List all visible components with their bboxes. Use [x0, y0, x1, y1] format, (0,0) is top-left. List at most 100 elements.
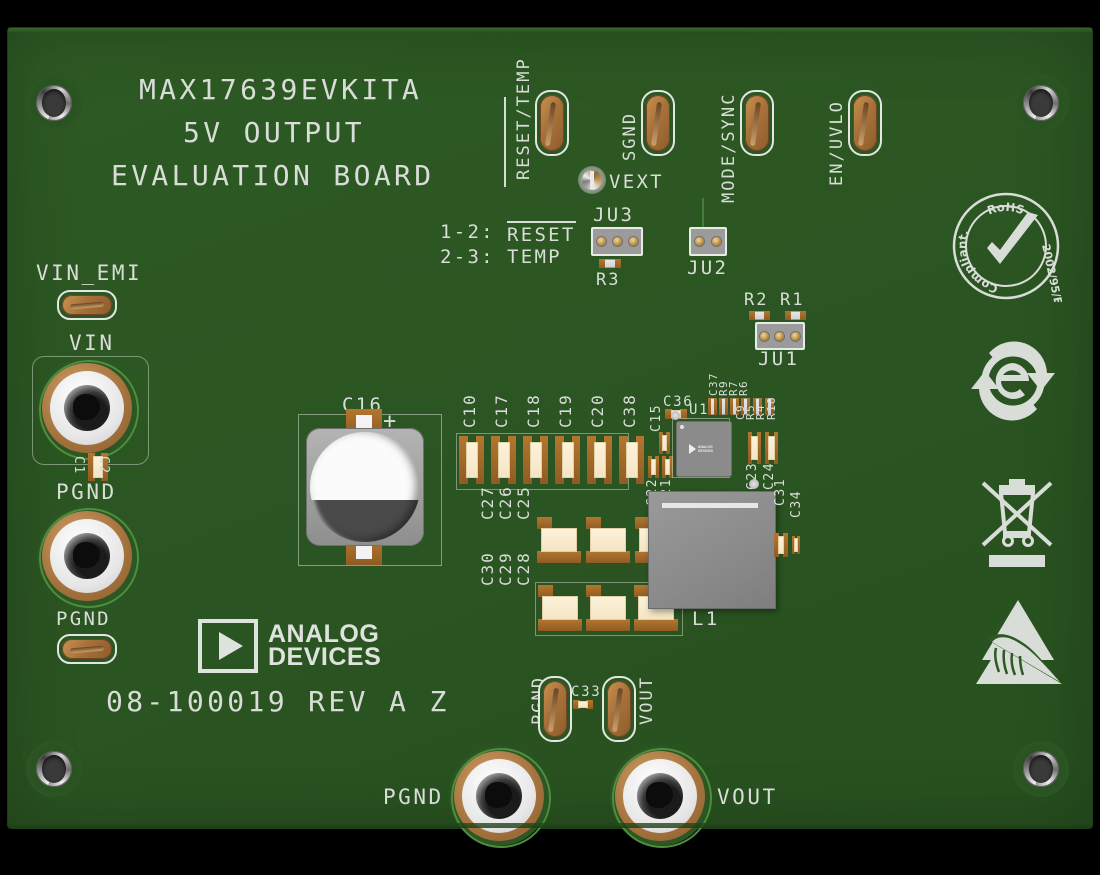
resistor-label-r1: R1: [780, 290, 805, 310]
mounting-hole-bottom-left: [26, 741, 82, 797]
l1-marking-stripe: [662, 503, 758, 508]
via-l1-top: [749, 479, 759, 489]
vout-loop-label-bottom: VOUT: [637, 675, 657, 725]
china-rohs-e-mark: [963, 333, 1063, 429]
ju1-pin-1[interactable]: [760, 331, 770, 341]
header-ju1[interactable]: [755, 322, 805, 350]
capacitor-c27: [537, 517, 581, 563]
banana-jack-pgnd-left[interactable]: [37, 506, 139, 608]
u1-pin1-dot: [680, 425, 684, 429]
resistor-strip-top-6: [765, 398, 774, 415]
ju3-pin-2[interactable]: [612, 237, 622, 246]
capacitor-label-c31: C31: [773, 477, 788, 506]
capacitor-label-c18: C18: [524, 393, 543, 428]
vout-label-bottom: VOUT: [717, 785, 778, 809]
capacitor-label-c20: C20: [588, 393, 607, 428]
svg-text:Compliant.: Compliant.: [955, 228, 999, 296]
capacitor-c16-polarity: +: [383, 409, 399, 434]
capacitor-c38: [619, 436, 644, 484]
adi-wordmark: ANALOG DEVICES: [268, 620, 382, 671]
resistor-r2: [749, 311, 770, 320]
board-title-line3: EVALUATION BOARD: [111, 159, 435, 192]
ju2-pin-2[interactable]: [712, 237, 721, 246]
capacitor-c31: [774, 533, 788, 557]
vin-emi-label: VIN_EMI: [36, 261, 143, 285]
capacitor-c1: [88, 453, 108, 481]
capacitor-c20: [587, 436, 612, 484]
reset-overline-top: [504, 97, 506, 187]
test-loop-en-uvlo[interactable]: [848, 90, 882, 156]
mounting-hole-top-left: [26, 75, 82, 131]
capacitor-c29: [586, 585, 630, 631]
test-loop-label-en-uvlo: EN/UVLO: [827, 100, 847, 186]
test-loop-label-reset-temp: RESET/TEMP: [514, 57, 534, 180]
resistor-strip-top-4: [741, 398, 750, 415]
capacitor-c22: [648, 456, 659, 478]
via-u1-top: [671, 411, 680, 420]
capacitor-label-c19: C19: [556, 393, 575, 428]
capacitor-label-c34: C34: [789, 489, 804, 518]
test-loop-vin-emi[interactable]: [57, 290, 117, 320]
ju1-pin-2[interactable]: [775, 331, 785, 341]
capacitor-c26: [586, 517, 630, 563]
capacitor-label-c29: C29: [496, 551, 515, 586]
capacitor-label-c30: C30: [478, 551, 497, 586]
adi-wordmark-line1: ANALOG: [268, 620, 380, 648]
jumper-legend-row1-func: RESET: [507, 221, 576, 246]
header-label-ju1: JU1: [758, 348, 800, 370]
jumper-legend-row1-pins: 1-2:: [440, 221, 495, 243]
vext-label: VEXT: [609, 171, 664, 193]
ju1-pin-3[interactable]: [790, 331, 800, 341]
test-loop-mode-sync[interactable]: [740, 90, 774, 156]
capacitor-c19: [555, 436, 580, 484]
banana-jack-pgnd-bottom[interactable]: [449, 746, 551, 848]
test-loop-reset-temp[interactable]: [535, 90, 569, 156]
ju2-pin-1[interactable]: [695, 237, 704, 246]
resistor-label-r3: R3: [596, 270, 621, 290]
weee-crossed-bin-mark: [971, 471, 1063, 571]
banana-jack-vin[interactable]: [37, 358, 139, 460]
resistor-r3: [599, 259, 622, 268]
header-label-ju3: JU3: [593, 204, 635, 226]
inductor-label-l1: L1: [692, 608, 720, 630]
capacitor-c15: [659, 432, 670, 454]
test-loop-label-sgnd: SGND: [620, 111, 640, 161]
jumper-legend-row2-pins: 2-3:: [440, 246, 495, 268]
banana-jack-vout-bottom[interactable]: [610, 746, 712, 848]
capacitor-c18: [523, 436, 548, 484]
test-loop-pgnd-left[interactable]: [57, 634, 117, 664]
board-title-line2: 5V OUTPUT: [183, 116, 365, 149]
board-title-line1: MAX17639EVKITA: [139, 73, 423, 106]
capacitor-c33: [573, 700, 593, 709]
inductor-l1: [648, 491, 776, 609]
header-ju3[interactable]: [591, 227, 643, 256]
test-loop-vout-bottom[interactable]: [602, 676, 636, 742]
vext-screw-terminal[interactable]: [578, 166, 606, 194]
header-ju2[interactable]: [689, 227, 727, 256]
resistor-strip-top-1: [708, 398, 717, 415]
trace-ju2: [702, 198, 704, 232]
adi-triangle-icon: [198, 619, 258, 673]
cap-row-bot-outline: [535, 582, 683, 636]
capacitor-label-c38: C38: [620, 393, 639, 428]
capacitor-label-c1: C1: [71, 456, 86, 475]
vin-label: VIN: [69, 331, 115, 355]
resistor-label-strip-top-4: R6: [737, 380, 750, 396]
capacitor-label-c28: C28: [514, 551, 533, 586]
adi-wordmark-line2: DEVICES: [268, 643, 382, 671]
test-loop-pgnd-bottom[interactable]: [538, 676, 572, 742]
capacitor-label-c36: C36: [663, 394, 694, 410]
test-loop-sgnd[interactable]: [641, 90, 675, 156]
capacitor-c34: [792, 536, 800, 554]
resistor-label-strip-bot-4: R10: [765, 396, 778, 420]
capacitor-label-c17: C17: [492, 393, 511, 428]
resistor-strip-top-2: [719, 398, 728, 415]
resistor-strip-top-5: [753, 398, 762, 415]
capacitor-label-c10: C10: [460, 393, 479, 428]
capacitor-c24: [765, 432, 778, 464]
ju3-pin-1[interactable]: [596, 237, 606, 246]
u1-adi-triangle-icon: [689, 444, 696, 454]
ju3-pin-3[interactable]: [628, 237, 638, 246]
